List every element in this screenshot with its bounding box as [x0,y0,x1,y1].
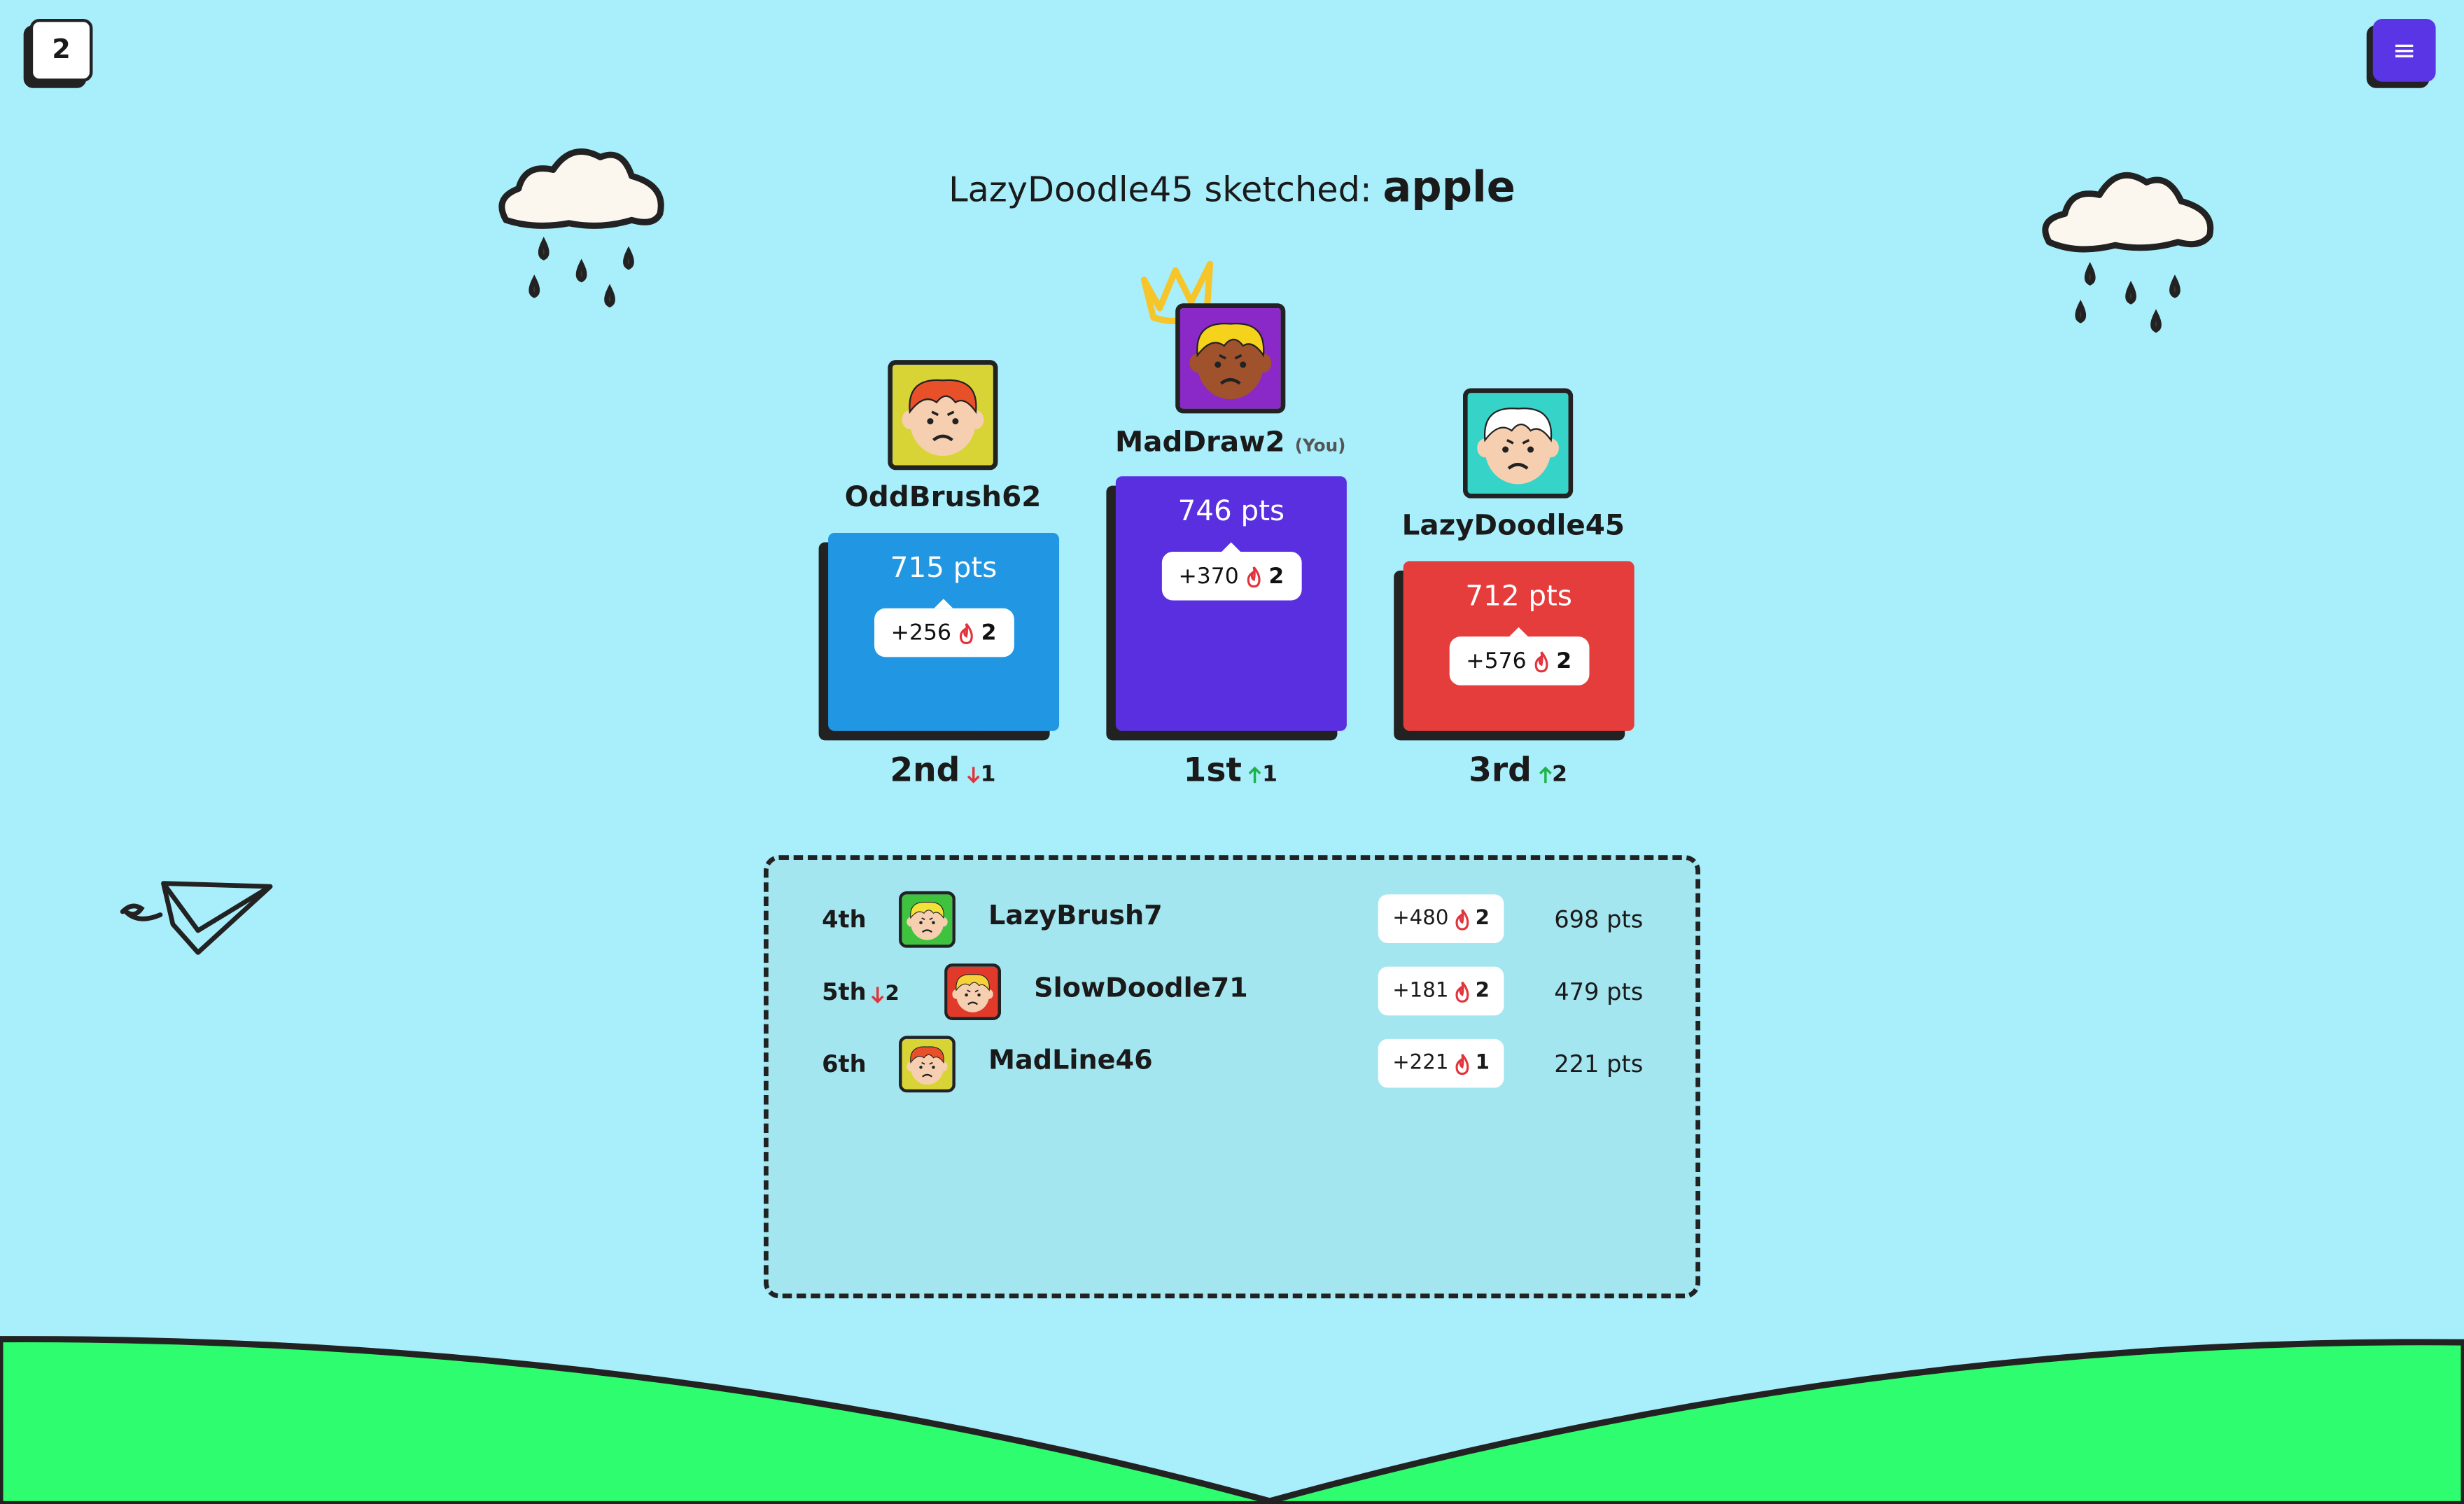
player-face-icon [892,364,993,466]
round-result-headline: LazyDoodle45 sketched: apple [0,163,2464,212]
player-name: SlowDoodle71 [1034,973,1248,1005]
flame-icon [1455,1052,1469,1074]
podium-block-second: 715 pts +256 2 [828,533,1060,731]
player-face-icon [902,1038,953,1089]
score-gain-bubble: +576 2 [1448,627,1589,685]
flame-icon [1455,908,1469,930]
you-tag: (You) [1294,435,1346,457]
rank-label: 4th [822,905,867,934]
player-name: MadLine46 [988,1045,1153,1077]
player-face-icon [902,894,953,945]
rain-cloud-icon [2042,172,2214,333]
score-gain-bubble: +256 2 [873,599,1014,657]
podium-points: 746 pts [1177,495,1285,529]
player-face-icon [947,966,998,1017]
arrow-up-icon [1539,766,1551,784]
score-gain-bubble: +221 1 [1378,1038,1504,1088]
podium-name-first: MadDraw2 (You) [1115,426,1346,459]
avatar [899,891,955,948]
rank-label: 6th [822,1050,867,1079]
player-points: 221 pts [1554,1050,1644,1079]
podium-points: 715 pts [890,551,997,585]
score-gain: +181 [1392,979,1449,1003]
arrow-down-icon [872,986,885,1003]
podium-block-first: 746 pts +370 2 [1115,476,1347,731]
place-ordinal: 3rd [1469,751,1532,789]
headline-prefix: LazyDoodle45 sketched: [948,171,1372,211]
flame-icon [1534,650,1548,672]
avatar [1463,388,1574,499]
list-item: 6th MadLine46 +221 1 221 pts [769,1033,1695,1096]
streak-count: 2 [1556,648,1572,674]
drawn-word: apple [1382,163,1516,213]
rank-change: 2 [871,982,899,1006]
podium-name-third: LazyDoodle45 [1401,509,1625,543]
score-gain: +370 [1178,563,1239,589]
flame-icon [1247,566,1261,587]
round-number-badge: 2 [29,18,93,82]
arrow-up-icon [1249,766,1261,784]
streak-count: 2 [1475,907,1490,931]
flame-icon [959,622,973,643]
streak-count: 2 [1475,979,1490,1003]
player-name: LazyBrush7 [988,900,1163,933]
avatar [1175,303,1286,414]
place-ordinal: 2nd [890,751,960,789]
menu-button[interactable]: ≡ [2372,18,2436,82]
score-gain-bubble: +480 2 [1378,894,1504,943]
rank-change: 2 [1538,763,1567,788]
player-points: 479 pts [1554,977,1644,1006]
rank-change: 1 [966,763,996,788]
podium-name-second: OddBrush62 [844,480,1042,515]
player-face-icon [1467,393,1569,494]
score-gain: +256 [890,620,951,646]
score-gain: +480 [1392,907,1449,931]
avatar [944,963,1002,1020]
arrow-down-icon [967,767,980,784]
score-gain: +221 [1392,1051,1449,1075]
place-ordinal: 1st [1183,751,1242,789]
score-gain-bubble: +181 2 [1378,966,1504,1016]
streak-count: 1 [1475,1051,1490,1075]
podium-points: 712 pts [1465,580,1572,613]
flame-icon [1455,980,1469,1002]
player-points: 698 pts [1554,905,1644,934]
player-face-icon [1180,308,1281,409]
list-item: 4th LazyBrush7 +480 2 698 pts [769,888,1695,951]
rain-cloud-icon [498,148,664,308]
score-gain-bubble: +370 2 [1161,542,1302,601]
paper-plane-icon [120,881,273,955]
grass-hill [0,1336,2464,1504]
hamburger-menu-icon: ≡ [2392,34,2416,67]
score-gain: +576 [1466,648,1527,674]
avatar [899,1036,955,1093]
avatar [888,360,998,471]
streak-count: 2 [1268,563,1284,589]
streak-count: 2 [981,620,997,646]
podium-block-third: 712 pts +576 2 [1403,561,1634,731]
rank-change: 1 [1248,763,1278,788]
